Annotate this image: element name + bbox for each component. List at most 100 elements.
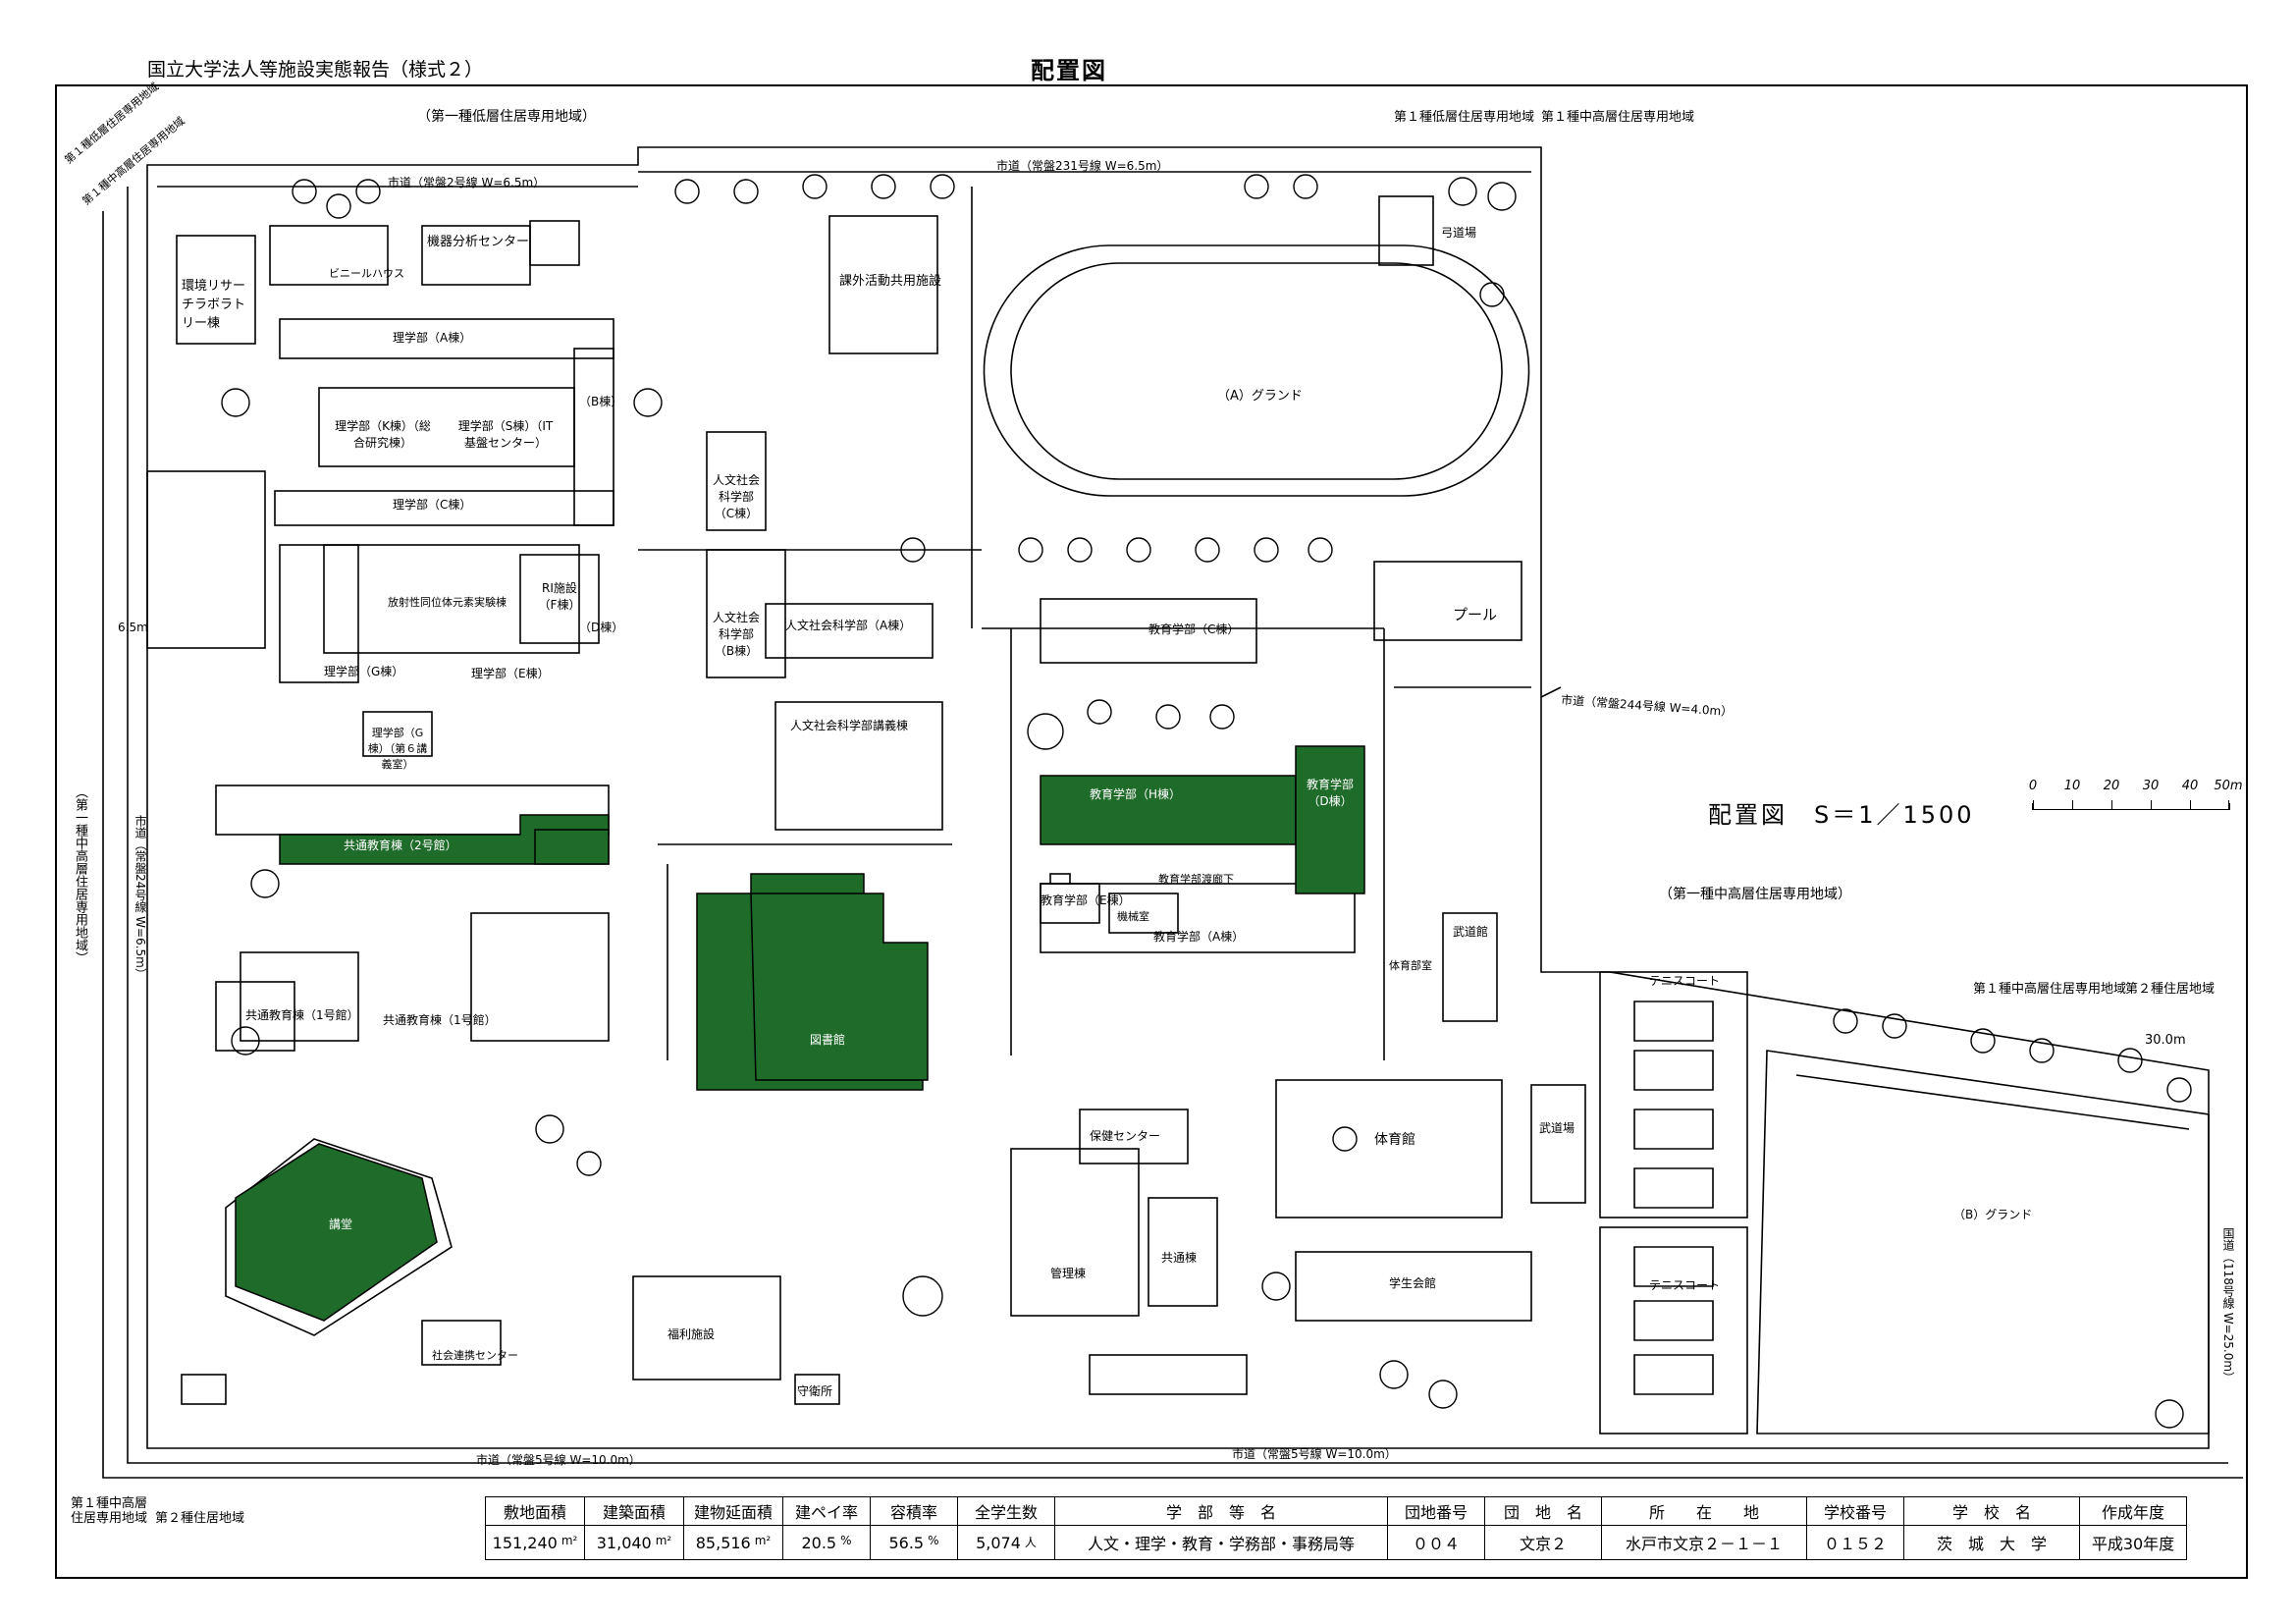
label-gym: 体育館 [1374,1132,1415,1148]
label-env-lab: 環境リサーチラボラトリー棟 [182,279,246,331]
bldg-health [1079,1109,1189,1164]
header-floor-area: 建物延面積 [683,1496,783,1526]
report-title: 国立大学法人等施設実態報告（様式２） [147,59,484,81]
zone-label-bottom-left-b: 第２種住居地域 [155,1511,245,1526]
bldg-edu-d-highlight [1295,745,1365,894]
scale-tick-20: 20 [2103,779,2120,793]
header-faculties: 学 部 等 名 [1054,1496,1388,1526]
header-complex-name: 団 地 名 [1484,1496,1602,1526]
scale-title: 配置図 S＝1／1500 [1708,801,1975,829]
zone-label-right-a: 第１種中高層住居専用地域 [1973,982,2127,997]
value-coverage: 20.5% [782,1525,871,1560]
label-ri: RI施設（F棟） [538,581,581,612]
road-label-south-1: 市道（常盤5号線 W=10.0m） [476,1453,641,1467]
label-ground-b: （B）グランド [1953,1208,2033,1221]
site-info-table: 敷地面積 建築面積 建物延面積 建ペイ率 容積率 全学生数 学 部 等 名 団地… [485,1496,2187,1560]
page-title: 配置図 [1031,57,1107,84]
bldg-common-2-highlight [279,814,610,865]
header-site-area: 敷地面積 [485,1496,585,1526]
header-school-no: 学校番号 [1806,1496,1904,1526]
label-science-b: （B棟） [579,395,623,408]
bldg-welfare [632,1275,781,1380]
scale-tick-0: 0 [2028,779,2038,793]
map-frame [55,84,2248,1579]
tennis-courts-1 [1599,971,1748,1218]
label-edu-a: 教育学部（A棟） [1153,930,1245,944]
label-library-2: 図書館 [795,1097,831,1110]
label-health: 保健センター [1090,1129,1161,1143]
label-edu-c: 教育学部（C棟） [1148,623,1240,636]
zone-label-left-vertical: （第一種中高層住居専用地域） [73,785,87,964]
road-label-south-2: 市道（常盤5号線 W=10.0m） [1232,1447,1397,1461]
bldg-gym [1275,1079,1503,1218]
tennis-courts-2 [1599,1226,1748,1435]
guard-house [794,1374,840,1405]
label-tennis-2: テニスコート [1649,1278,1721,1292]
pool [1373,561,1522,641]
label-science-k: 理学部（K棟）（総合研究棟） [335,419,431,450]
header-school-name: 学 校 名 [1903,1496,2080,1526]
label-budo: 武道場 [1539,1121,1575,1135]
parking-west [146,470,266,649]
tree-group [221,174,2192,1429]
label-pool: プール [1453,606,1498,623]
zone-label-top-right-b: 第１種中高層住居専用地域 [1541,110,1695,125]
scale-bar: 0 10 20 30 40 50m [2029,779,2243,810]
bldg-extracurricular [828,215,938,354]
zone-label-bottom-left-a: 第１種中高層住居専用地域 [71,1496,148,1526]
header-complex-no: 団地番号 [1387,1496,1485,1526]
label-edu-h: 教育学部（H棟） [1090,787,1182,801]
label-analysis: 機器分析センター [427,235,530,249]
ground-b [1756,1050,2210,1435]
label-hum-lecture: 人文社会科学部講義棟 [790,719,909,732]
value-faculties: 人文・理学・教育・学務部・事務局等 [1054,1525,1388,1560]
road-label-north-1: 市道（常盤231号線 W=6.5m） [996,159,1169,173]
label-kyudo: 弓道場 [1441,226,1477,240]
label-student-hall: 学生会館 [1389,1276,1437,1290]
bldg-ri [519,554,600,644]
bldg-hum-c [706,431,767,531]
label-science-g: 理学部（G棟） [324,665,404,678]
label-ground-a: （A）グランド [1217,389,1303,404]
label-hum-b: 人文社会科学部（B棟） [712,611,760,658]
campus-boundary [146,146,2210,1449]
label-common: 共通棟 [1161,1251,1198,1265]
scale-tick-40: 40 [2181,779,2199,793]
header-volume: 容積率 [870,1496,958,1526]
label-science-e: 理学部（E棟） [471,667,550,680]
value-year: 平成30年度 [2079,1525,2187,1560]
label-hum-a: 人文社会科学部（A棟） [785,619,912,632]
label-common-2: 共通教育棟（2号館） [344,839,457,852]
bldg-science-k-s [318,387,575,467]
track-ground-a [1010,262,1503,480]
road-label-west: 市道（常盤24号線 W=6.5m） [133,815,147,980]
label-guard: 守衛所 [797,1384,833,1398]
label-common-1: 共通教育棟（1号館） [245,1008,359,1022]
value-volume: 56.5% [870,1525,958,1560]
bldg-common-1 [470,912,610,1042]
bldg-admin [1010,1148,1140,1317]
label-library: 図書館 [810,1033,846,1047]
value-complex-no: ００４ [1387,1525,1485,1560]
label-tennis-1: テニスコート [1649,974,1721,988]
bldg-edu-c [1040,598,1257,664]
bldg-hum-lecture [774,701,943,831]
label-science-a: 理学部（A棟） [393,331,472,345]
value-school-name: 茨 城 大 学 [1903,1525,2080,1560]
bldg-lecture-hall-highlight [235,1143,438,1322]
scale-tick-10: 10 [2063,779,2081,793]
label-science-s: 理学部（S棟）（IT基盤センター） [457,419,554,450]
label-edu-d: 教育学部（D棟） [1306,778,1354,808]
label-radiation: 放射性同位体元素実験棟 [388,596,507,609]
value-location: 水戸市文京２－１－１ [1601,1525,1807,1560]
bldg-env-lab [176,235,256,345]
bldg-budo [1530,1084,1586,1204]
road-width-65: 6.5m [118,621,148,634]
bldg-hum-a [765,603,934,659]
label-admin: 管理棟 [1050,1267,1087,1280]
zone-label-middle-right: （第一種中高層住居専用地域） [1659,887,1851,902]
bldg-budo-2 [1442,912,1498,1022]
